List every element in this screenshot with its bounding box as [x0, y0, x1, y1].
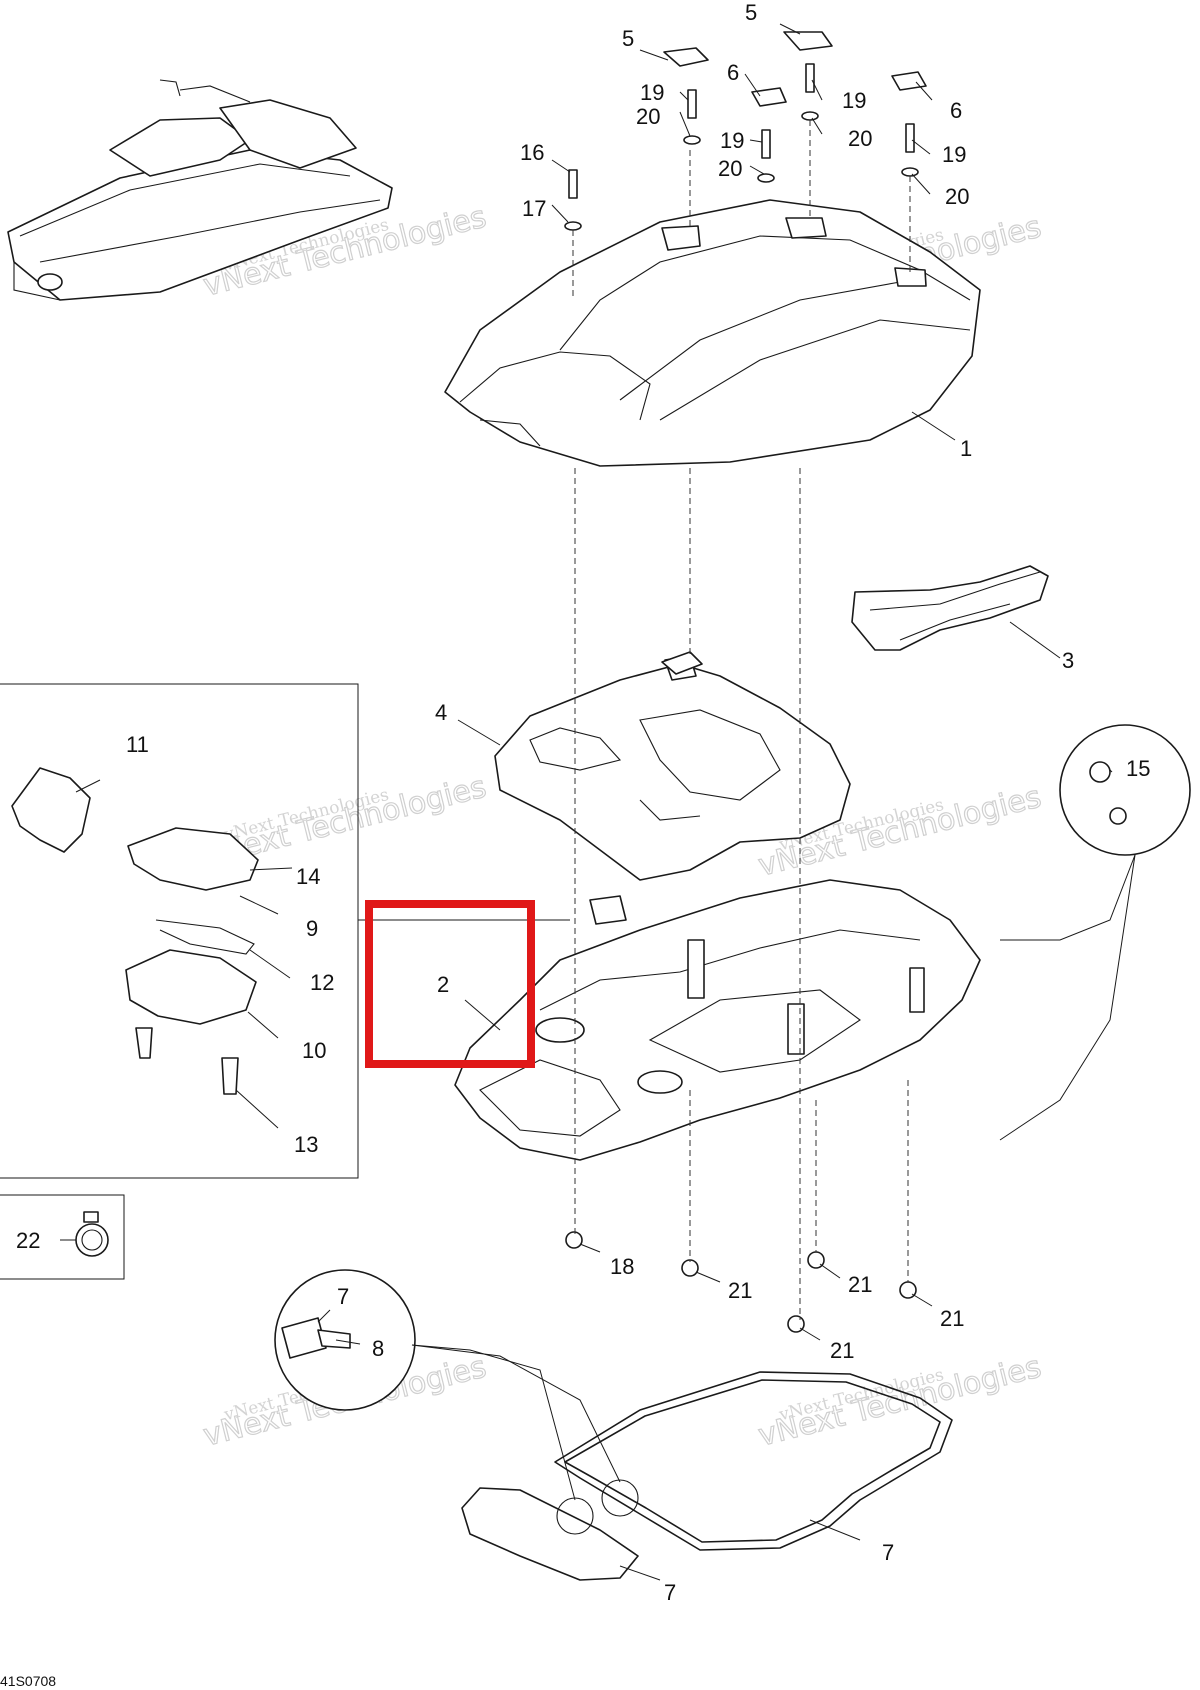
callout-15: 15	[1126, 756, 1150, 781]
callout-12: 12	[310, 970, 334, 995]
callout-13: 13	[294, 1132, 318, 1157]
callout-20a: 20	[636, 104, 660, 129]
callout-20b: 20	[848, 126, 872, 151]
callout-20d: 20	[945, 184, 969, 209]
callout-2: 2	[437, 972, 449, 997]
callout-21b: 21	[848, 1272, 872, 1297]
watercraft-overview	[7, 79, 393, 301]
callout-18: 18	[610, 1254, 634, 1279]
leader-lines	[60, 23, 1113, 1581]
callout-19d: 19	[942, 142, 966, 167]
callout-21c: 21	[830, 1338, 854, 1363]
callout-21a: 21	[728, 1278, 752, 1303]
callout-17: 17	[522, 196, 546, 221]
callout-19a: 19	[640, 80, 664, 105]
callout-9: 9	[306, 916, 318, 941]
callout-14: 14	[296, 864, 320, 889]
callout-3: 3	[1062, 648, 1074, 673]
callout-4: 4	[435, 700, 447, 725]
fasteners-top	[564, 31, 927, 675]
assembly-lines	[572, 120, 911, 1320]
callout-1: 1	[960, 436, 972, 461]
latch-subassembly	[0, 683, 359, 1179]
callout-5a: 5	[622, 26, 634, 51]
watermark: vNext Technologies vNext Technologies	[754, 1349, 1045, 1454]
callout-20c: 20	[718, 156, 742, 181]
callout-7a: 7	[337, 1284, 349, 1309]
part-2-tray	[454, 879, 981, 1161]
detail-bubble-seal	[274, 1269, 621, 1501]
part-1-hood	[444, 199, 981, 467]
callout-11: 11	[126, 732, 149, 757]
part-7-seal	[461, 1371, 953, 1581]
callout-7b: 7	[882, 1540, 894, 1565]
callout-19c: 19	[720, 128, 744, 153]
callout-6b: 6	[950, 98, 962, 123]
callout-7c: 7	[664, 1580, 676, 1605]
reference-code: 41S0708	[0, 1673, 56, 1689]
callout-5b: 5	[745, 0, 757, 25]
callout-19b: 19	[842, 88, 866, 113]
callout-21d: 21	[940, 1306, 964, 1331]
callout-labels: 1 2 3 4 5 5 6 6 7 7 7 8 9 10 11 12 13 14…	[16, 0, 1150, 1605]
callout-8: 8	[372, 1336, 384, 1361]
callout-6a: 6	[727, 60, 739, 85]
callout-22: 22	[16, 1228, 40, 1253]
callout-16: 16	[520, 140, 544, 165]
detail-bubble-15	[999, 724, 1191, 1141]
highlight-box	[365, 900, 535, 1068]
part-3-strip	[851, 565, 1049, 651]
callout-10: 10	[302, 1038, 326, 1063]
